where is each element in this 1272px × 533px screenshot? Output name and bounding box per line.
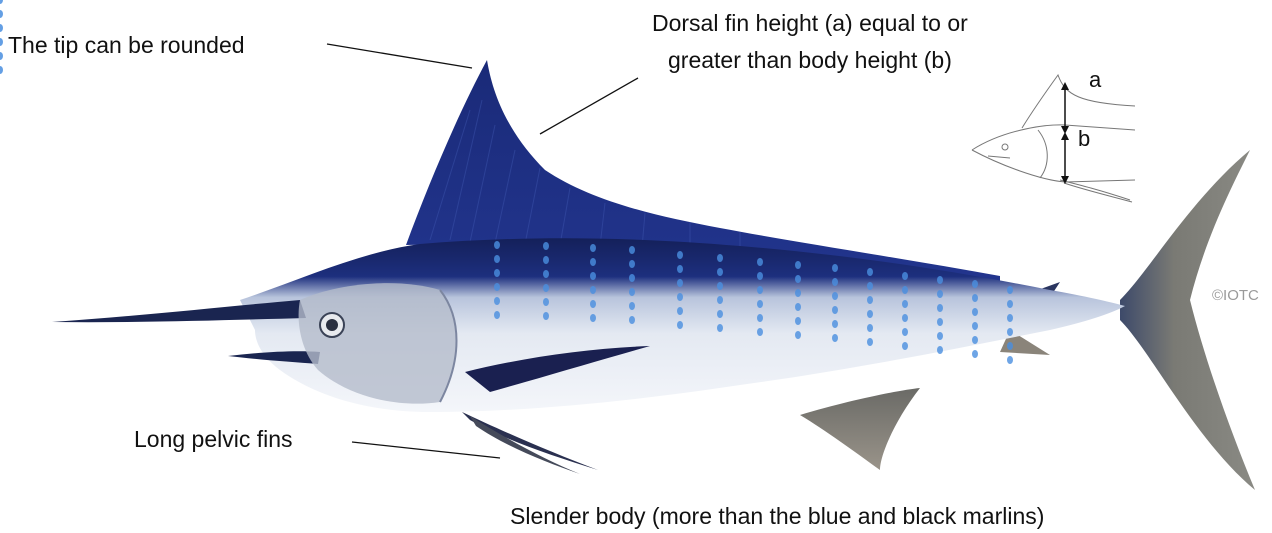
annotation-dorsal-line1: Dorsal fin height (a) equal to or: [652, 8, 968, 38]
pelvic-fins: [462, 412, 598, 470]
inset-label-b: b: [1078, 124, 1090, 154]
inset-measure-arrows: [1061, 82, 1069, 184]
annotation-tip-rounded: The tip can be rounded: [8, 30, 245, 60]
leader-tip: [327, 44, 472, 68]
annotation-dorsal-line2: greater than body height (b): [668, 45, 952, 75]
annotation-slender-body: Slender body (more than the blue and bla…: [510, 501, 1044, 531]
body-spots: [0, 0, 3, 74]
inset-label-a: a: [1089, 65, 1101, 95]
copyright-notice: ©IOTC: [1212, 286, 1259, 306]
annotation-pelvic-fins: Long pelvic fins: [134, 424, 293, 454]
tail-fin: [1120, 150, 1255, 490]
inset-head-sketch: [972, 75, 1135, 202]
leader-pelvic: [352, 442, 500, 458]
anal-fin: [800, 388, 920, 470]
bill: [52, 300, 306, 322]
leader-dorsal: [540, 78, 638, 134]
